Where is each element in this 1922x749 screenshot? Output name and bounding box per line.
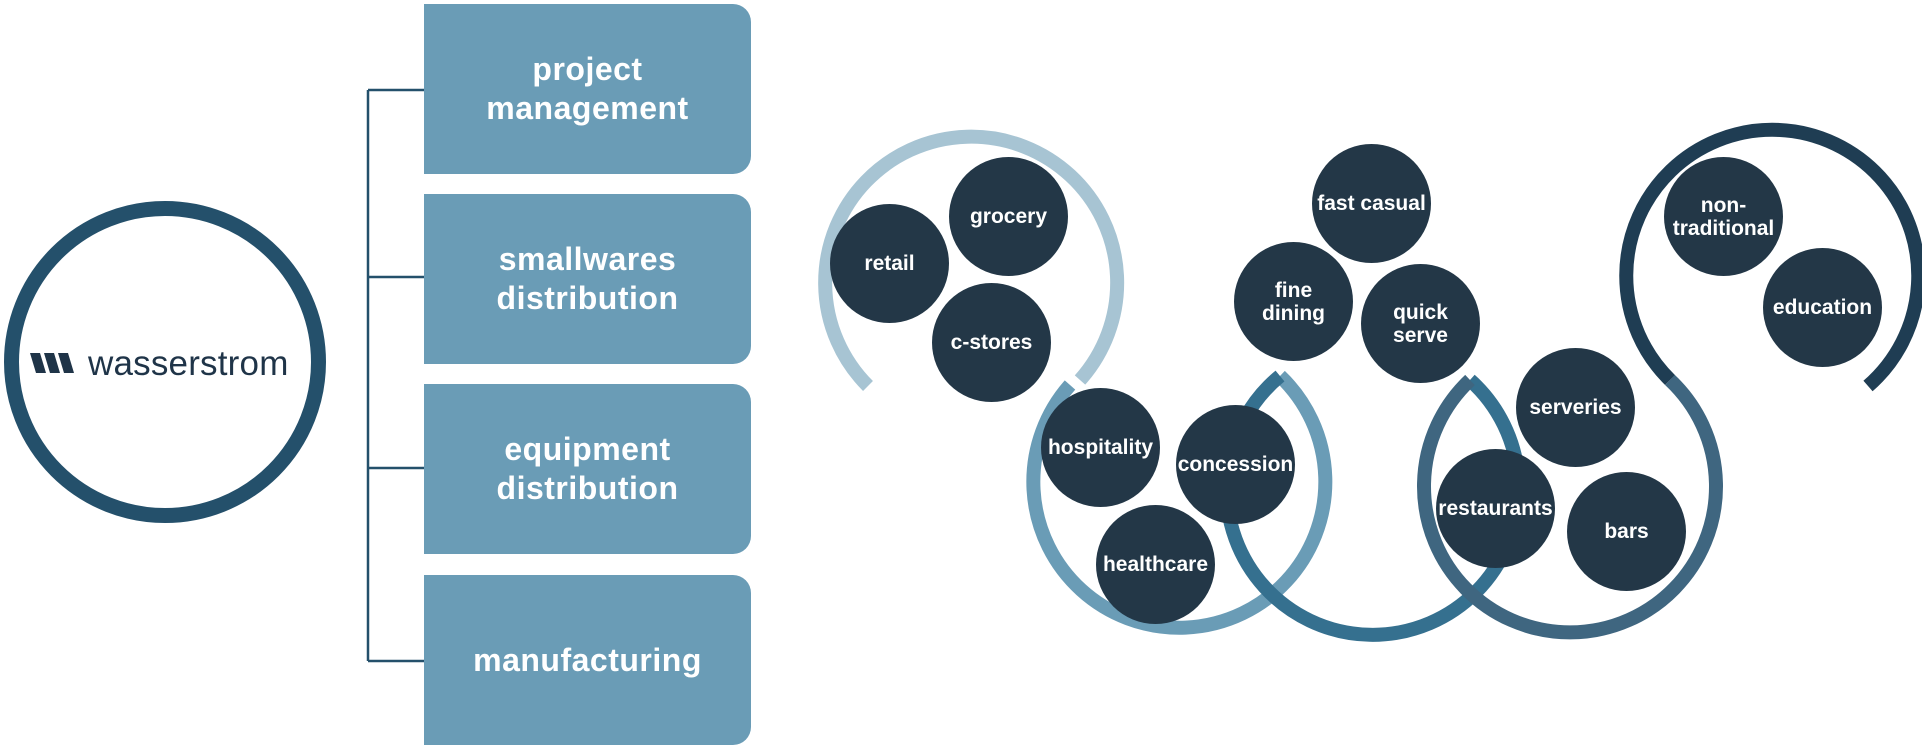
segment-label: fast casual — [1317, 192, 1426, 215]
segment-retail: retail — [830, 204, 949, 323]
segment-label: hospitality — [1047, 436, 1153, 459]
segment-education: education — [1763, 248, 1882, 367]
segment-label: healthcare — [1102, 553, 1209, 576]
service-label: manufacturing — [473, 641, 702, 678]
segment-label: fine dining — [1262, 278, 1325, 325]
segment-label: bars — [1604, 520, 1649, 543]
market-arcs — [818, 122, 1922, 642]
segment-hospitality: hospitality — [1041, 388, 1160, 507]
segment-c-stores: c-stores — [932, 283, 1051, 402]
segment-label: retail — [864, 252, 915, 275]
segment-serveries: serveries — [1516, 348, 1635, 467]
segment-label: concession — [1177, 453, 1294, 476]
service-label: equipment distribution — [496, 431, 679, 506]
segment-label: restaurants — [1438, 497, 1553, 520]
arc-serveries-group — [1417, 374, 1723, 640]
arc-education-group — [1619, 122, 1922, 392]
segment-label: serveries — [1529, 396, 1622, 419]
segment-restaurants: restaurants — [1436, 449, 1555, 568]
segment-fine-dining: fine dining — [1234, 242, 1353, 361]
segment-non-traditional: non- traditional — [1664, 157, 1783, 276]
connector-lines — [366, 88, 424, 663]
arc-retail-group — [818, 129, 1125, 391]
segment-fast-casual: fast casual — [1312, 144, 1431, 263]
logo-wordmark: wasserstrom — [88, 343, 289, 383]
segment-label: education — [1772, 296, 1873, 319]
service-label: smallwares distribution — [496, 241, 679, 316]
segment-label: quick serve — [1393, 300, 1448, 347]
service-smallwares-distribution: smallwares distribution — [424, 194, 751, 364]
logo: wasserstrom — [30, 343, 289, 383]
segment-concession: concession — [1176, 405, 1295, 524]
service-label: project management — [486, 51, 689, 126]
segment-grocery: grocery — [949, 157, 1068, 276]
service-equipment-distribution: equipment distribution — [424, 384, 751, 554]
segment-quick-serve: quick serve — [1361, 264, 1480, 383]
segment-bars: bars — [1567, 472, 1686, 591]
segment-label: c-stores — [950, 331, 1033, 354]
service-manufacturing: manufacturing — [424, 575, 751, 745]
service-project-management: project management — [424, 4, 751, 174]
arc-hospitality-group — [1026, 370, 1333, 635]
wasserstrom-logo-icon — [30, 353, 74, 373]
segment-label: grocery — [969, 205, 1048, 228]
segment-healthcare: healthcare — [1096, 505, 1215, 624]
segment-label: non- traditional — [1672, 193, 1775, 240]
